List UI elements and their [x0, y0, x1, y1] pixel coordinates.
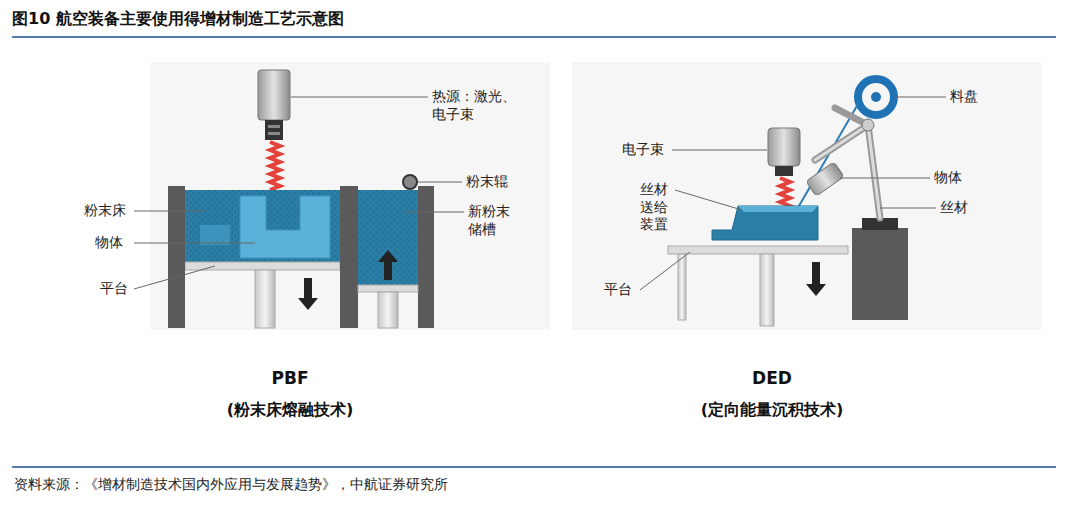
part-label: 平台 [100, 280, 140, 298]
part-label: 平台 [604, 281, 644, 299]
part-label: 料盘 [950, 88, 1000, 106]
part-label: 热源：激光、 电子束 [432, 88, 524, 123]
figure-label: DED [672, 368, 872, 389]
part-label: 物体 [95, 234, 135, 252]
figure-title: 图10 航空装备主要使用得增材制造工艺示意图 [12, 9, 612, 29]
rule [12, 36, 1056, 38]
figure-label: (粉末床熔融技术) [170, 400, 410, 420]
figure-label: PBF [190, 368, 390, 389]
rule [12, 466, 1056, 468]
part-label: 粉末床 [84, 202, 134, 220]
part-label: 新粉末 储槽 [468, 203, 520, 238]
leader-line [640, 97, 946, 290]
source-note: 资料来源：《增材制造技术国内外应用与发展趋势》，中航证券研究所 [14, 476, 714, 494]
figure-label: (定向能量沉积技术) [652, 400, 892, 420]
leader-line [134, 97, 464, 289]
part-label: 电子束 [622, 141, 672, 159]
part-label: 物体 [934, 169, 996, 187]
figure-ground [150, 62, 550, 330]
part-label: 丝材 [940, 199, 980, 217]
part-label: 丝材送给 装置 [640, 181, 680, 234]
part-label: 粉末辊 [466, 173, 526, 191]
figure-ground [572, 62, 1042, 330]
ded-machine [668, 79, 908, 326]
pbf-machine [168, 70, 434, 328]
